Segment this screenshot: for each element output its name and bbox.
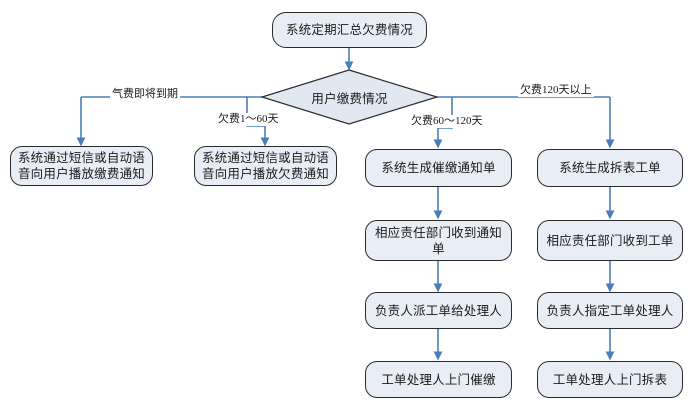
- edge-label-branch-1: 气费即将到期: [110, 88, 180, 101]
- decision-diamond-shape: [259, 69, 440, 125]
- edge-label-branch-3: 欠费60～120天: [409, 115, 485, 128]
- node-c3-n2[interactable]: 相应责任部门收到通知单: [365, 220, 512, 261]
- node-c3-n4-label: 工单处理人上门催缴: [381, 372, 496, 387]
- node-start-label: 系统定期汇总欠费情况: [285, 23, 413, 37]
- node-c4-n4-label: 工单处理人上门拆表: [552, 372, 668, 387]
- node-c4-n2[interactable]: 相应责任部门收到工单: [537, 220, 683, 261]
- node-c3-n3[interactable]: 负责人派工单给处理人: [365, 292, 512, 329]
- node-c2-n1-label: 系统通过短信或自动语音向用户播放欠费通知: [201, 151, 329, 181]
- node-c3-n1[interactable]: 系统生成催缴通知单: [365, 149, 512, 187]
- node-c4-n4[interactable]: 工单处理人上门拆表: [537, 361, 683, 398]
- node-c3-n3-label: 负责人派工单给处理人: [374, 303, 502, 318]
- edge-branch3-drop: [433, 97, 453, 149]
- edge-label-branch-4: 欠费120天以上: [518, 84, 594, 97]
- node-c2-n1[interactable]: 系统通过短信或自动语音向用户播放欠费通知: [194, 146, 337, 186]
- node-c1-n1-label: 系统通过短信或自动语音向用户播放缴费通知: [17, 151, 145, 181]
- node-c3-n4[interactable]: 工单处理人上门催缴: [365, 361, 512, 398]
- node-c1-n1[interactable]: 系统通过短信或自动语音向用户播放缴费通知: [10, 146, 153, 186]
- node-c3-n1-label: 系统生成催缴通知单: [381, 161, 496, 175]
- edge-label-branch-2: 欠费1～60天: [216, 113, 281, 126]
- node-start[interactable]: 系统定期汇总欠费情况: [272, 12, 427, 48]
- node-c3-n2-label: 相应责任部门收到通知单: [374, 225, 502, 256]
- node-c4-n1-label: 系统生成拆表工单: [559, 161, 661, 175]
- node-c4-n2-label: 相应责任部门收到工单: [546, 233, 674, 248]
- node-c4-n3-label: 负责人指定工单处理人: [546, 303, 674, 318]
- node-c4-n3[interactable]: 负责人指定工单处理人: [537, 292, 683, 329]
- node-c4-n1[interactable]: 系统生成拆表工单: [537, 149, 683, 187]
- edge-branch2-drop: [246, 97, 270, 147]
